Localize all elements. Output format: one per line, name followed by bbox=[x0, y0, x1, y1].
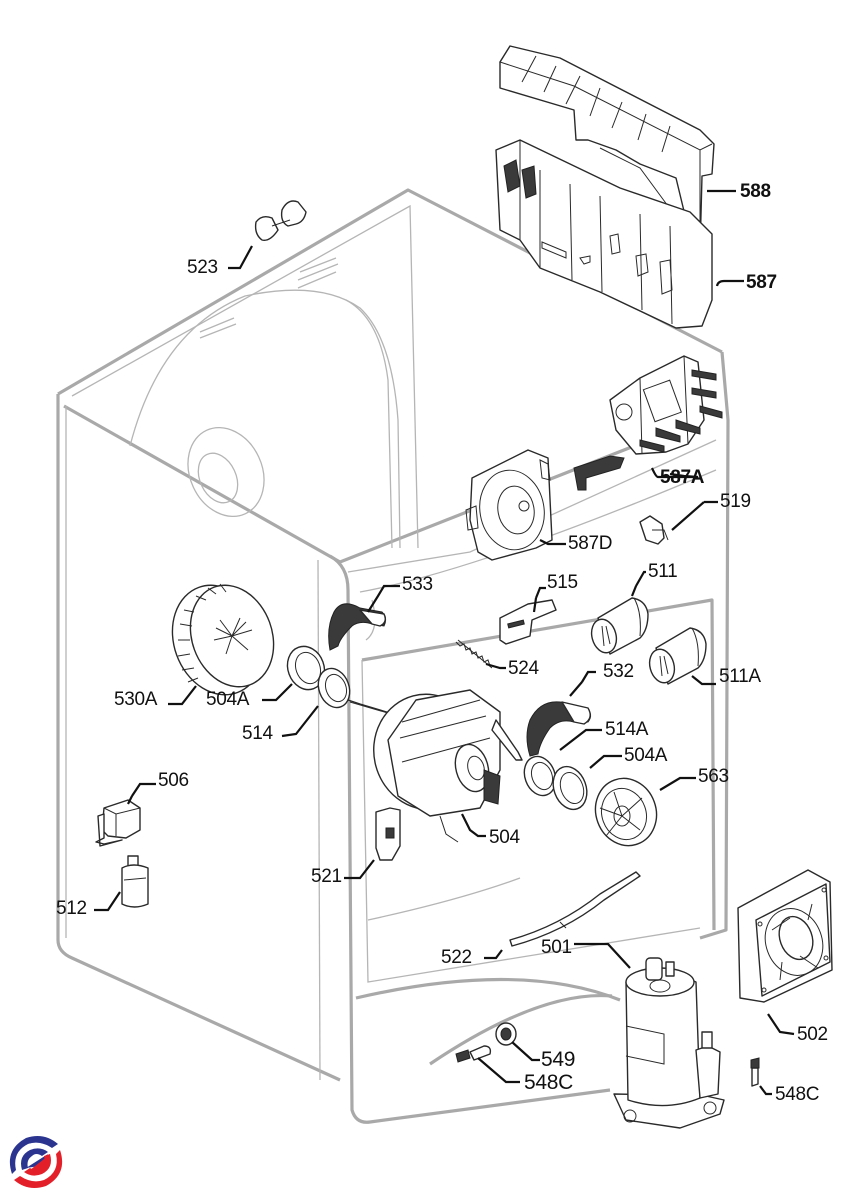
label-532: 532 bbox=[603, 661, 634, 682]
label-587D: 587D bbox=[568, 533, 613, 554]
part-532-belt-clip[interactable] bbox=[526, 701, 592, 757]
label-512: 512 bbox=[56, 898, 87, 919]
label-515: 515 bbox=[547, 572, 578, 593]
part-521-thermostat[interactable] bbox=[375, 807, 401, 861]
label-506: 506 bbox=[158, 770, 189, 791]
label-519: 519 bbox=[720, 491, 751, 512]
part-548C-left-connector[interactable] bbox=[455, 1045, 492, 1063]
part-522-heater-strip[interactable] bbox=[509, 871, 641, 947]
label-548C-left: 548C bbox=[524, 1071, 574, 1094]
part-563-drive-pulley[interactable] bbox=[586, 770, 666, 854]
label-563: 563 bbox=[698, 766, 729, 787]
label-587: 587 bbox=[746, 272, 777, 293]
label-504A-right: 504A bbox=[624, 745, 668, 766]
part-514-ring[interactable] bbox=[313, 664, 355, 712]
part-549-grommet[interactable] bbox=[495, 1022, 517, 1046]
part-506-pump[interactable] bbox=[95, 799, 141, 847]
part-501-compressor[interactable] bbox=[613, 957, 725, 1129]
label-511A: 511A bbox=[719, 666, 761, 687]
part-587D-selector-module[interactable] bbox=[465, 449, 553, 561]
part-502-cooling-fan[interactable] bbox=[737, 869, 833, 1003]
part-515-door-switch[interactable] bbox=[499, 599, 557, 645]
label-502: 502 bbox=[797, 1024, 828, 1045]
part-587-control-board[interactable] bbox=[495, 139, 713, 329]
part-504A-right-ring[interactable] bbox=[547, 762, 592, 814]
part-514A-ring[interactable] bbox=[519, 752, 561, 800]
leader-lines bbox=[94, 189, 795, 1096]
label-514: 514 bbox=[242, 723, 273, 744]
label-501: 501 bbox=[541, 937, 572, 958]
part-587A-power-board[interactable] bbox=[573, 355, 723, 491]
part-511A-roller[interactable] bbox=[646, 627, 707, 686]
part-533-belt-clip[interactable] bbox=[328, 603, 387, 651]
label-511: 511 bbox=[648, 561, 678, 582]
label-521: 521 bbox=[311, 866, 342, 887]
part-530A-fan-impeller[interactable] bbox=[158, 572, 288, 707]
label-514A: 514A bbox=[605, 719, 649, 740]
part-523-caps[interactable] bbox=[254, 200, 307, 241]
label-530A: 530A bbox=[114, 689, 158, 710]
label-524: 524 bbox=[508, 658, 539, 679]
part-512-capacitor[interactable] bbox=[121, 855, 149, 908]
label-549: 549 bbox=[541, 1048, 576, 1071]
brand-swirl-logo-icon bbox=[9, 1136, 63, 1188]
label-522: 522 bbox=[441, 947, 472, 968]
part-504-motor[interactable] bbox=[347, 682, 523, 843]
label-504: 504 bbox=[489, 827, 520, 848]
label-588: 588 bbox=[740, 181, 771, 202]
label-587A: 587A bbox=[660, 467, 705, 488]
part-548C-right-connector[interactable] bbox=[750, 1057, 760, 1087]
label-504A-left: 504A bbox=[206, 689, 250, 710]
label-533: 533 bbox=[402, 574, 433, 595]
part-519-sensor[interactable] bbox=[639, 515, 669, 545]
label-548C-right: 548C bbox=[775, 1084, 820, 1105]
label-523: 523 bbox=[187, 257, 218, 278]
part-504A-left-ring[interactable] bbox=[282, 641, 331, 695]
part-511-roller[interactable] bbox=[588, 597, 649, 656]
dryer-cabinet-outline bbox=[56, 188, 730, 1124]
